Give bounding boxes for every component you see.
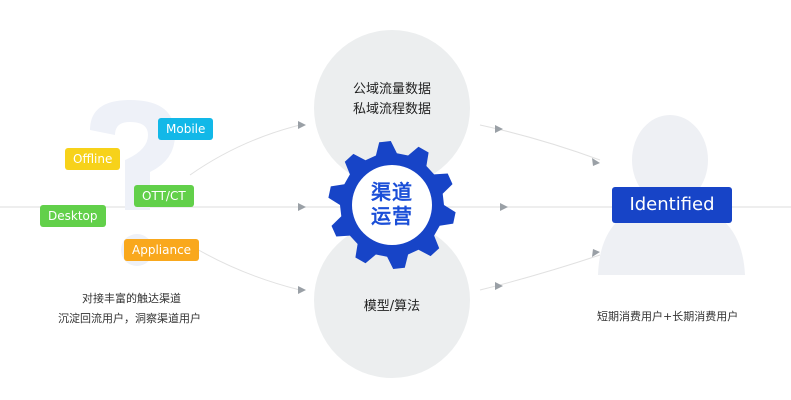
arrow-icon	[298, 203, 306, 211]
arrow-icon	[298, 121, 306, 129]
gear-label-line2: 运营	[371, 204, 413, 228]
top-circle	[314, 30, 470, 186]
arrow-icon	[495, 282, 503, 290]
channel-tag-appliance: Appliance	[124, 239, 200, 261]
channel-tag-mobile: Mobile	[158, 118, 214, 140]
public-traffic-data: 公域流量数据	[352, 82, 431, 97]
bottom-circle	[314, 222, 470, 378]
channel-tag-ott-ct: OTT/CT	[134, 185, 194, 207]
right-caption: 短期消费用户+长期消费用户	[597, 310, 739, 323]
channel-tag-offline: Offline	[65, 148, 121, 170]
arrow-icon	[495, 125, 503, 133]
identified-badge: Identified	[612, 187, 732, 223]
arrow-icon	[500, 203, 508, 211]
left-caption-line2: 沉淀回流用户，洞察渠道用户	[58, 312, 201, 325]
arrow-icon	[592, 158, 600, 166]
flow-lines-right	[479, 124, 601, 291]
left-caption-line1: 对接丰富的触达渠道	[82, 292, 181, 305]
channel-tag-desktop: Desktop	[40, 205, 106, 227]
gear-label-line1: 渠道	[371, 180, 413, 204]
flow-lines-left	[189, 124, 301, 291]
arrow-icon	[592, 249, 600, 257]
model-algorithm: 模型/算法	[363, 299, 421, 314]
arrow-heads	[298, 121, 600, 294]
private-flow-data: 私域流程数据	[352, 102, 431, 117]
arrow-icon	[298, 286, 306, 294]
gear-icon	[328, 141, 456, 269]
